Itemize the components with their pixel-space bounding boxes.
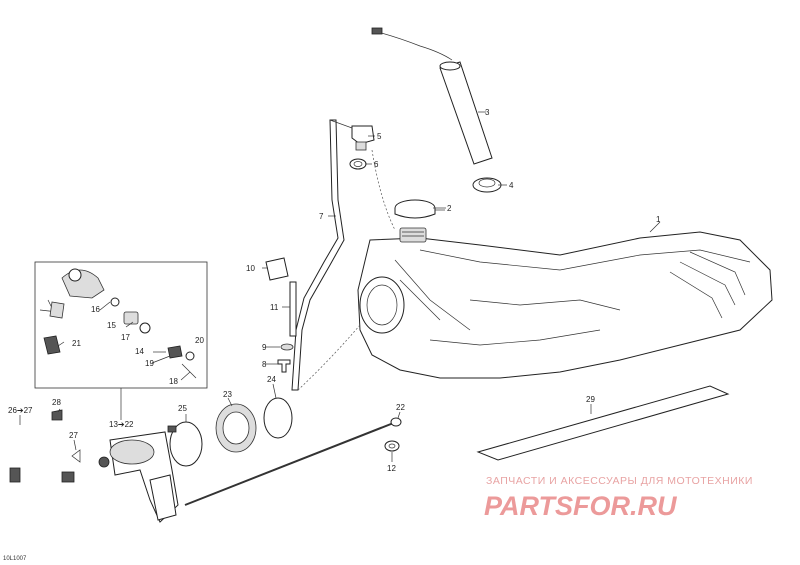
- callout-19: 19: [145, 359, 154, 368]
- lock-ring: [215, 403, 257, 453]
- callout-labels: 1 2 3 4 5 6 7 8 9 10 11 12 13➔22 14 15 1…: [8, 108, 661, 473]
- callout-6: 6: [374, 160, 379, 169]
- callout-15: 15: [107, 321, 116, 330]
- callout-21: 21: [72, 339, 81, 348]
- callout-18: 18: [169, 377, 178, 386]
- callout-4: 4: [509, 181, 514, 190]
- callout-9: 9: [262, 343, 267, 352]
- clip-28: [51, 409, 63, 421]
- clamp-small: [280, 343, 294, 351]
- fuel-sender: [371, 27, 493, 165]
- callout-25: 25: [178, 404, 187, 413]
- callout-10: 10: [246, 264, 255, 273]
- callout-23: 23: [223, 390, 232, 399]
- rod-cap: [384, 440, 400, 452]
- callout-12: 12: [387, 464, 396, 473]
- callout-13-ref: 13➔22: [109, 420, 134, 429]
- callout-29: 29: [586, 395, 595, 404]
- sender-nut: [472, 177, 502, 193]
- valve-kit: [39, 268, 197, 379]
- callout-22: 22: [396, 403, 405, 412]
- o-ring: [263, 397, 293, 439]
- vent-valve: [351, 125, 375, 151]
- callout-26-ref: 26➔27: [8, 406, 33, 415]
- callout-14: 14: [135, 347, 144, 356]
- fuel-tank: [357, 227, 773, 379]
- clip: [265, 257, 289, 281]
- vent-hose: [291, 119, 353, 391]
- callout-17: 17: [121, 333, 130, 342]
- callout-24: 24: [267, 375, 276, 384]
- clip-27: [71, 449, 81, 463]
- tank-pad: [476, 385, 730, 461]
- watermark-logo: PARTSFOR.RU: [484, 491, 678, 521]
- callout-1: 1: [656, 215, 661, 224]
- watermark: ЗАПЧАСТИ И АКСЕССУАРЫ ДЛЯ МОТОТЕХНИКИ PA…: [484, 475, 753, 521]
- callout-11: 11: [270, 303, 279, 312]
- rod-tip: [390, 417, 402, 427]
- callout-20: 20: [195, 336, 204, 345]
- callout-27: 27: [69, 431, 78, 440]
- kit-box: [34, 261, 208, 389]
- callout-8: 8: [262, 360, 267, 369]
- doc-code: 10L1007: [3, 556, 27, 562]
- screw: [277, 359, 291, 373]
- callout-2: 2: [447, 204, 452, 213]
- grommet: [349, 158, 367, 170]
- pump-rod: [184, 421, 397, 506]
- callout-5: 5: [377, 132, 382, 141]
- watermark-tagline: ЗАПЧАСТИ И АКСЕССУАРЫ ДЛЯ МОТОТЕХНИКИ: [486, 475, 753, 487]
- fuel-pump: [98, 431, 179, 523]
- clamp-ring: [167, 421, 203, 467]
- callout-28: 28: [52, 398, 61, 407]
- callout-7: 7: [319, 212, 324, 221]
- fuel-line: [9, 423, 75, 483]
- fuel-cap: [394, 199, 445, 219]
- callout-16: 16: [91, 305, 100, 314]
- hose-piece: [289, 281, 297, 337]
- callout-3: 3: [485, 108, 490, 117]
